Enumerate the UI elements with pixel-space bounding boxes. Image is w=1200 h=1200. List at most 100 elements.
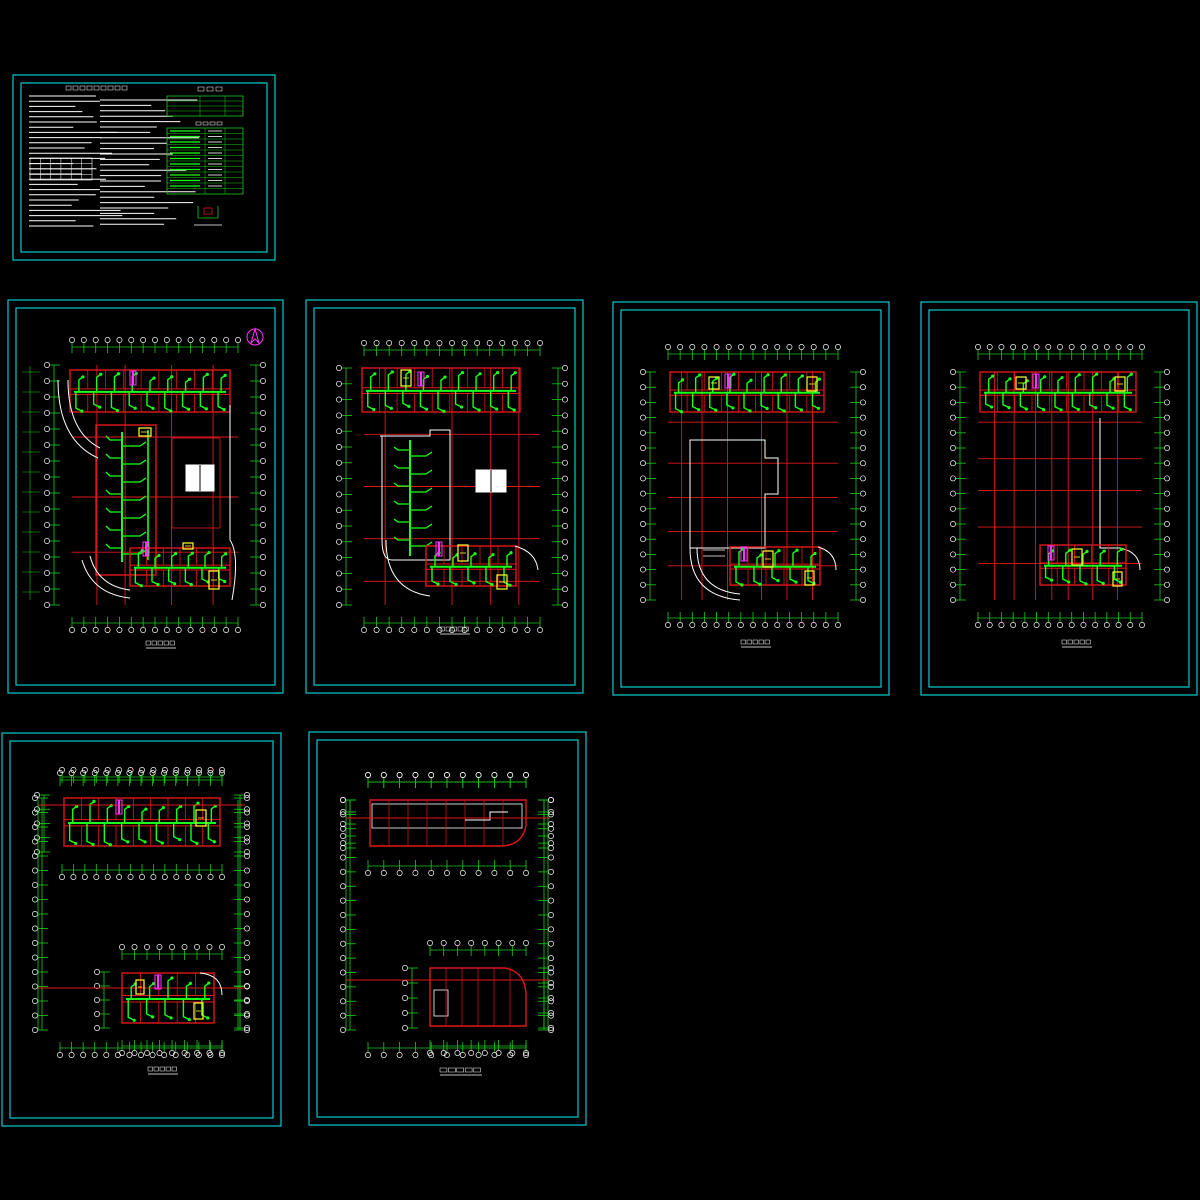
floor-1-axis-bubble xyxy=(69,627,75,633)
floor-3-axis-bubble xyxy=(860,445,866,451)
floor-5-upper-axis-bubble xyxy=(219,874,225,880)
roof-upper-axis-bubble xyxy=(428,870,435,876)
floor-5-upper-axis-bubble xyxy=(81,874,88,880)
floor-3-axis-bubble xyxy=(689,344,696,350)
floor-3-axis-bubble xyxy=(860,490,866,497)
floor-4-axis-bubble xyxy=(1057,344,1063,350)
floor-3-north-branch-pipe xyxy=(743,392,751,412)
floor-1-south-branch-pipe xyxy=(167,567,175,585)
floor-3-caption-glyph xyxy=(740,639,746,645)
floor-5-upper-axis-bubble xyxy=(34,820,40,827)
roof-upper-axis-bubble xyxy=(475,870,482,876)
floor-4-sheet-caption xyxy=(1061,639,1092,648)
floor-2-south-branch-pipe xyxy=(488,554,494,567)
floor-1-north-fixture-node xyxy=(99,372,103,376)
floor-1-north-fixture-node xyxy=(115,408,120,413)
floor-1-axis-bubble xyxy=(260,538,266,544)
floor-5-inner-frame xyxy=(9,740,274,1119)
floor-5-yellow-fixture xyxy=(193,1002,204,1020)
floor-5-axis-bubble xyxy=(244,954,250,961)
floor-2-north-fixture-node xyxy=(372,407,376,412)
roof-axis-bubble xyxy=(380,1052,387,1058)
floor-2-branch-pipe xyxy=(393,446,410,451)
floor-5-lower-axis-bubble xyxy=(181,1050,188,1056)
floor-1-north-branch-pipe xyxy=(95,373,102,392)
floor-2-branch-pipe xyxy=(410,469,433,475)
floor-1-axis-bubble xyxy=(260,554,266,560)
floor-1-south-branch-pipe xyxy=(170,552,177,568)
roof-lower-axis-bubble xyxy=(548,980,554,986)
floor-5-upper-axis-bubble xyxy=(59,874,65,880)
floor-5-lower-wing-fixture-node xyxy=(151,1015,155,1019)
roof-upper-axis-bubble xyxy=(548,845,554,851)
floor-5-upper-wing-branch-pipe xyxy=(193,802,199,823)
floor-3-axis-bubble xyxy=(677,622,684,628)
roof-lower-axis-bubble xyxy=(509,940,516,946)
floor-5-lower-axis-bubble xyxy=(219,944,225,950)
floor-5-upper-wing-fixture-node xyxy=(178,838,182,842)
floor-2-branch-pipe xyxy=(410,523,433,529)
floor-2-branch-pipe xyxy=(393,518,410,523)
floor-1-axis-bubble xyxy=(128,627,135,633)
floor-5-lower-wing-fixture-node xyxy=(169,1016,173,1020)
floor-5-axis-bubble xyxy=(184,770,191,776)
floor-4-axis-bubble xyxy=(1164,490,1170,497)
floor-3-south-branch-pipe xyxy=(753,566,761,585)
floor-1-north-branch-pipe xyxy=(146,391,154,409)
floor-5-upper-wing-fixture-node xyxy=(126,840,130,844)
floor-2-inner-frame xyxy=(313,307,576,686)
floor-3-yellow-fixture xyxy=(806,376,818,392)
notes-legend-title-glyph xyxy=(206,86,214,92)
roof-lower-axis-bubble xyxy=(548,1025,554,1031)
floor-2-axis-bubble xyxy=(562,538,568,545)
floor-4-inner-frame xyxy=(928,309,1190,688)
floor-5-lower-axis-bubble xyxy=(244,1011,250,1017)
floor-2-south-fixture-node xyxy=(473,552,477,556)
floor-1-axis-bubble xyxy=(44,458,50,464)
floor-2-south-branch-pipe xyxy=(470,553,476,567)
floor-2-branch-pipe xyxy=(410,487,433,493)
floor-1-axis-bubble xyxy=(260,506,266,512)
floor-5-upper-wing-fixture-node xyxy=(92,799,96,803)
floor-1-north-branch-pipe xyxy=(92,391,100,408)
floor-2-south-branch-pipe xyxy=(449,566,457,585)
floor-2-south-fixture-node xyxy=(490,582,494,587)
roof-lower-axis-bubble xyxy=(548,1010,554,1016)
roof-lower-axis-bubble xyxy=(454,940,461,946)
roof-axis-bubble xyxy=(523,1052,529,1058)
floor-2-axis-bubble xyxy=(336,380,342,387)
floor-1-axis-bubble xyxy=(44,586,50,592)
roof-upper-axis-bubble xyxy=(507,870,514,876)
roof-inner-frame xyxy=(316,739,579,1118)
floor-3-axis-bubble xyxy=(640,536,646,543)
floor-5-axis-bubble xyxy=(80,1052,87,1058)
floor-1-south-fixture-node xyxy=(189,582,193,587)
floor-2-axis-bubble xyxy=(537,627,543,633)
floor-5-axis-bubble xyxy=(114,770,121,776)
floor-3-north-fixture-node xyxy=(679,410,684,414)
floor-5-caption-glyph xyxy=(165,1066,171,1072)
floor-2-north-fixture-node xyxy=(459,405,464,409)
roof-upper-axis-bubble xyxy=(491,772,498,778)
floor-3-caption-glyph xyxy=(746,639,752,645)
floor-2-branch-pipe xyxy=(393,536,410,541)
floor-1-north-branch-pipe xyxy=(217,391,225,411)
floor-3-north-fixture-node xyxy=(731,406,735,410)
floor-4-north-fixture-node xyxy=(1129,372,1133,376)
notes-sheet xyxy=(12,74,276,261)
floor-4-north-branch-pipe xyxy=(1002,392,1010,409)
floor-4-north-branch-pipe xyxy=(1039,376,1046,393)
floor-4-axis-bubble xyxy=(1164,521,1170,527)
floor-5-lower-axis-bubble xyxy=(169,1050,175,1056)
floor-2-axis-bubble xyxy=(361,340,367,346)
floor-3-roof-void xyxy=(689,439,779,549)
floor-4-north-branch-pipe xyxy=(1005,378,1011,393)
floor-2-axis-bubble xyxy=(511,340,518,346)
floor-3-yellow-fixture xyxy=(804,570,815,586)
floor-3-axis-bubble xyxy=(640,399,646,406)
floor-4-north-fixture-node xyxy=(1043,375,1047,379)
floor-2-yellow-fixture xyxy=(400,369,412,387)
floor-2-north-branch-pipe xyxy=(419,390,427,410)
floor-1-north-fixture-node xyxy=(205,372,209,376)
floor-2-north-branch-pipe xyxy=(402,390,410,407)
